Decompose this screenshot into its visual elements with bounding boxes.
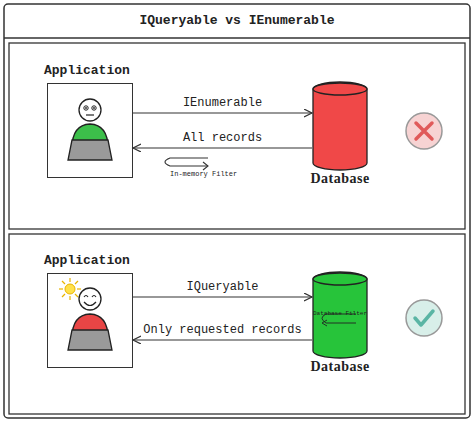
database-label: Database: [310, 359, 369, 375]
data-flow-arrow: [133, 147, 312, 148]
application-box: Application: [47, 273, 133, 368]
database-label: Database: [310, 171, 369, 187]
database-cylinder: [312, 82, 368, 170]
edge-label: IQueryable: [186, 280, 258, 294]
icon-circle: [406, 300, 442, 336]
application-box: Application: [47, 83, 133, 178]
cross-mark: [416, 123, 432, 139]
box-heading: Application: [44, 63, 130, 78]
data-flow-arrow: [133, 296, 312, 297]
check-mark: [415, 311, 433, 325]
database-node: Database: [312, 82, 368, 170]
outer-frame: [4, 4, 470, 418]
edge-label: Only requested records: [143, 323, 301, 337]
data-flow-arrow: [133, 339, 312, 340]
database-node: Database FilterDatabase: [312, 272, 368, 358]
panel-frame: [9, 234, 465, 414]
edge-label: All records: [183, 131, 262, 145]
title-divider: [4, 37, 470, 39]
cross-icon: [406, 113, 442, 149]
box-heading: Application: [44, 253, 130, 268]
diagram-title: IQueryable vs IEnumerable: [0, 13, 474, 28]
arrow-head: [203, 162, 208, 170]
data-flow-arrow: [133, 112, 312, 113]
edge-label: IEnumerable: [183, 96, 262, 110]
note-label: In-memory Filter: [170, 170, 237, 178]
icon-circle: [406, 113, 442, 149]
filter-loop: [165, 158, 208, 166]
check-icon: [406, 300, 442, 336]
filter-label: Database Filter: [313, 310, 367, 317]
panel-frame: [9, 43, 465, 229]
